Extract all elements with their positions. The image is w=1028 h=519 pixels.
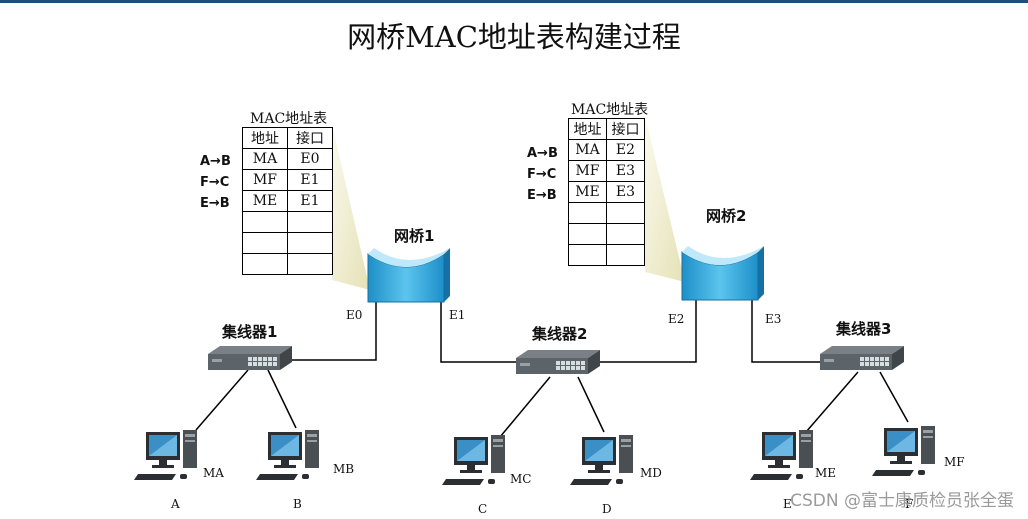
diagram-title: 网桥MAC地址表构建过程	[347, 20, 681, 54]
port-label-e3: E3	[765, 312, 782, 326]
hub1-device	[208, 346, 292, 370]
bridge2-flow-label: A→B	[527, 146, 558, 161]
table-header: 接口	[606, 118, 645, 140]
pc-a-icon	[134, 430, 197, 480]
table-cell	[287, 211, 333, 233]
port-label-e2: E2	[668, 312, 685, 326]
table-cell: ME	[568, 181, 607, 203]
table-cell	[606, 223, 645, 245]
bridge1-table-title: MAC地址表	[250, 111, 328, 127]
bridge1-flow-label: A→B	[200, 154, 231, 169]
table-cell: ME	[242, 190, 288, 212]
bridge1-flow-label: E→B	[200, 196, 230, 211]
table-cell: E3	[606, 160, 645, 182]
wire-hub2-d	[577, 376, 605, 433]
host-mac-label: MF	[944, 455, 965, 469]
wire-hub1-a	[195, 369, 249, 431]
table-cell: E0	[287, 148, 333, 170]
table-cell	[287, 232, 333, 254]
table-cell: E3	[606, 181, 645, 203]
table-cell: MA	[568, 139, 607, 161]
wire-hub3-e	[805, 371, 859, 433]
pc-b-icon	[256, 430, 319, 480]
hub1-label: 集线器1	[222, 323, 278, 341]
wire-hub3-f	[879, 371, 909, 423]
wires	[195, 300, 909, 438]
wire-hub1-b	[267, 369, 297, 429]
host-letter: E	[783, 497, 792, 511]
table-cell	[606, 244, 645, 266]
table-header: 地址	[242, 127, 288, 149]
bridge2-label: 网桥2	[706, 207, 747, 225]
bridge2-table-title: MAC地址表	[571, 102, 649, 118]
table-cell	[606, 202, 645, 224]
wire-e0-hub1	[291, 302, 377, 361]
bridge1-beam	[332, 124, 370, 290]
host-letter: C	[478, 502, 488, 516]
pc-f-icon	[872, 426, 935, 476]
table-cell	[242, 232, 288, 254]
table-cell: MF	[568, 160, 607, 182]
bridge2-beam	[645, 116, 685, 282]
bridge2-device	[681, 246, 764, 301]
host-letter: A	[171, 497, 180, 511]
bridge2-flow-label: E→B	[527, 188, 557, 203]
table-cell: MF	[242, 169, 288, 191]
port-label-e0: E0	[346, 308, 363, 322]
table-cell: E1	[287, 190, 333, 212]
bridge1-label: 网桥1	[394, 227, 435, 245]
host-mac-label: MC	[510, 472, 532, 486]
table-cell	[568, 244, 607, 266]
table-header: 接口	[287, 127, 333, 149]
wire-hub2-c	[499, 376, 551, 438]
hub2-device	[516, 350, 600, 374]
table-cell	[242, 211, 288, 233]
csdn-watermark: CSDN @富士康质检员张全蛋	[790, 491, 1014, 511]
bridge2-flow-label: F→C	[527, 167, 557, 182]
wire-e3-hub3	[751, 300, 820, 363]
host-mac-label: MD	[640, 466, 662, 480]
table-header: 地址	[568, 118, 607, 140]
hub2-label: 集线器2	[532, 325, 588, 343]
host-letter: B	[293, 497, 302, 511]
table-cell	[568, 202, 607, 224]
bridge1-flow-label: F→C	[200, 175, 230, 190]
pc-e-icon	[750, 430, 813, 480]
host-letter: D	[602, 502, 612, 516]
bridge1-device	[367, 248, 450, 303]
table-cell	[287, 253, 333, 275]
port-label-e1: E1	[449, 308, 466, 322]
wire-e2-hub2	[598, 300, 697, 363]
wire-e1-hub2	[440, 302, 518, 363]
host-mac-label: MB	[333, 462, 355, 476]
pc-c-icon	[442, 435, 505, 485]
hub3-device	[820, 346, 904, 370]
hub3-label: 集线器3	[836, 320, 892, 338]
table-cell: MA	[242, 148, 288, 170]
table-cell	[568, 223, 607, 245]
table-cell: E2	[606, 139, 645, 161]
host-mac-label: MA	[203, 466, 224, 480]
top-border	[0, 0, 1028, 3]
table-cell	[242, 253, 288, 275]
host-letter: F	[905, 497, 914, 511]
host-mac-label: ME	[815, 466, 837, 480]
table-cell: E1	[287, 169, 333, 191]
pc-d-icon	[570, 435, 633, 485]
